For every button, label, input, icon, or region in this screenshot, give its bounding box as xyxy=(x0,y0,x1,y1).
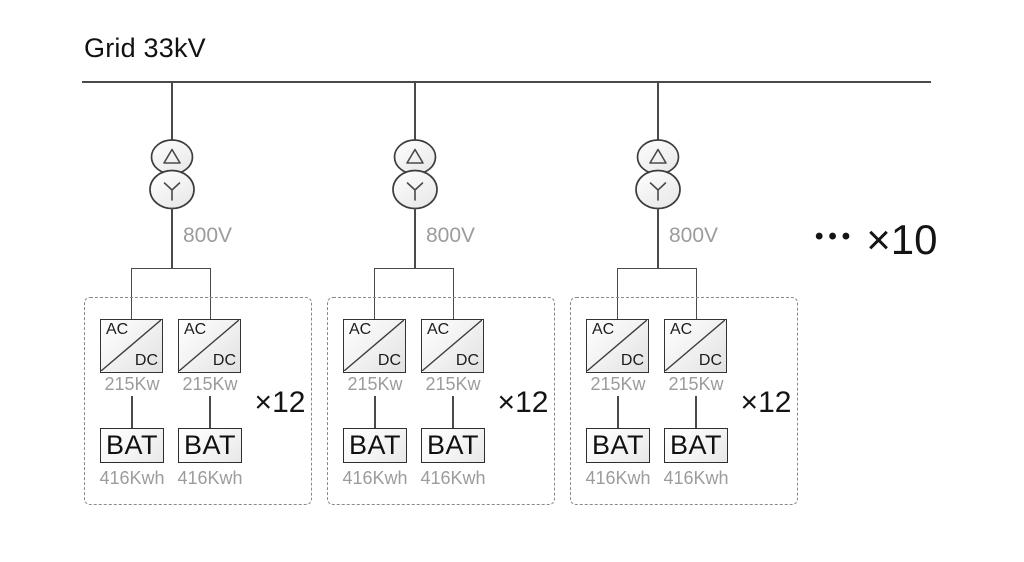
transformer-icon xyxy=(392,139,438,210)
converter-battery-link-line xyxy=(374,396,376,428)
page-title: Grid 33kV xyxy=(84,33,206,63)
grid-bus-line xyxy=(82,81,931,83)
converter-power-label: 215Kw xyxy=(425,374,481,394)
converter-battery-link-line xyxy=(452,396,454,428)
wye-winding-icon xyxy=(163,182,181,201)
battery-cluster-box xyxy=(327,297,555,505)
ac-label: AC xyxy=(670,321,693,338)
converter-power-label: 215Kw xyxy=(590,374,646,394)
converter-battery-link-line xyxy=(209,396,211,428)
delta-winding-icon xyxy=(649,148,667,164)
feeder-branch-line xyxy=(617,268,697,319)
dc-label: DC xyxy=(698,352,722,369)
battery-cluster-box xyxy=(570,297,798,505)
bess-unit-3: 800V AC DC AC DC 215Kw 215Kw BAT BAT 416… xyxy=(570,82,798,512)
cluster-multiplier-label: ×12 xyxy=(254,386,306,419)
battery-box: BAT xyxy=(586,428,650,463)
ac-label: AC xyxy=(427,321,450,338)
converter-power-label: 215Kw xyxy=(104,374,160,394)
converter-diagonal-icon xyxy=(101,320,161,371)
acdc-converter-box: AC DC xyxy=(100,319,163,373)
acdc-converter-box: AC DC xyxy=(664,319,727,373)
bess-unit-1: 800V AC DC AC DC 215Kw 215Kw BAT BAT 416… xyxy=(84,82,312,512)
bus-drop-line xyxy=(171,82,173,140)
converter-diagonal-icon xyxy=(665,320,725,371)
feeder-branch-line xyxy=(374,268,454,319)
feeder-stem-line xyxy=(657,208,659,268)
dc-label: DC xyxy=(377,352,401,369)
transformer-icon xyxy=(149,139,195,210)
ac-label: AC xyxy=(592,321,615,338)
dc-label: DC xyxy=(620,352,644,369)
bus-drop-line xyxy=(414,82,416,140)
voltage-label: 800V xyxy=(669,224,719,247)
delta-winding-icon xyxy=(406,148,424,164)
feeder-branch-line xyxy=(131,268,211,319)
bess-unit-2: 800V AC DC AC DC 215Kw 215Kw BAT BAT 416… xyxy=(327,82,555,512)
dc-label: DC xyxy=(134,352,158,369)
battery-capacity-label: 416Kwh xyxy=(99,468,165,488)
battery-capacity-label: 416Kwh xyxy=(663,468,729,488)
ac-label: AC xyxy=(184,321,207,338)
battery-box: BAT xyxy=(178,428,242,463)
converter-power-label: 215Kw xyxy=(347,374,403,394)
voltage-label: 800V xyxy=(183,224,233,247)
battery-box: BAT xyxy=(664,428,728,463)
battery-capacity-label: 416Kwh xyxy=(177,468,243,488)
battery-capacity-label: 416Kwh xyxy=(342,468,408,488)
wye-winding-icon xyxy=(406,182,424,201)
acdc-converter-box: AC DC xyxy=(343,319,406,373)
battery-cluster-box xyxy=(84,297,312,505)
repetition-marker: ••• ×10 xyxy=(815,216,938,263)
converter-battery-link-line xyxy=(617,396,619,428)
ellipsis-dots-icon: ••• xyxy=(815,223,856,250)
battery-capacity-label: 416Kwh xyxy=(420,468,486,488)
battery-capacity-label: 416Kwh xyxy=(585,468,651,488)
converter-diagonal-icon xyxy=(344,320,404,371)
cluster-multiplier-label: ×12 xyxy=(740,386,792,419)
converter-power-label: 215Kw xyxy=(182,374,238,394)
ac-label: AC xyxy=(106,321,129,338)
string-multiplier-label: ×10 xyxy=(866,216,938,263)
converter-diagonal-icon xyxy=(587,320,647,371)
battery-box: BAT xyxy=(421,428,485,463)
ac-label: AC xyxy=(349,321,372,338)
dc-label: DC xyxy=(212,352,236,369)
acdc-converter-box: AC DC xyxy=(178,319,241,373)
transformer-icon xyxy=(635,139,681,210)
converter-battery-link-line xyxy=(131,396,133,428)
battery-box: BAT xyxy=(100,428,164,463)
converter-battery-link-line xyxy=(695,396,697,428)
acdc-converter-box: AC DC xyxy=(586,319,649,373)
voltage-label: 800V xyxy=(426,224,476,247)
feeder-stem-line xyxy=(171,208,173,268)
cluster-multiplier-label: ×12 xyxy=(497,386,549,419)
feeder-stem-line xyxy=(414,208,416,268)
acdc-converter-box: AC DC xyxy=(421,319,484,373)
converter-diagonal-icon xyxy=(422,320,482,371)
battery-box: BAT xyxy=(343,428,407,463)
wye-winding-icon xyxy=(649,182,667,201)
delta-winding-icon xyxy=(163,148,181,164)
converter-power-label: 215Kw xyxy=(668,374,724,394)
dc-label: DC xyxy=(455,352,479,369)
converter-diagonal-icon xyxy=(179,320,239,371)
bus-drop-line xyxy=(657,82,659,140)
